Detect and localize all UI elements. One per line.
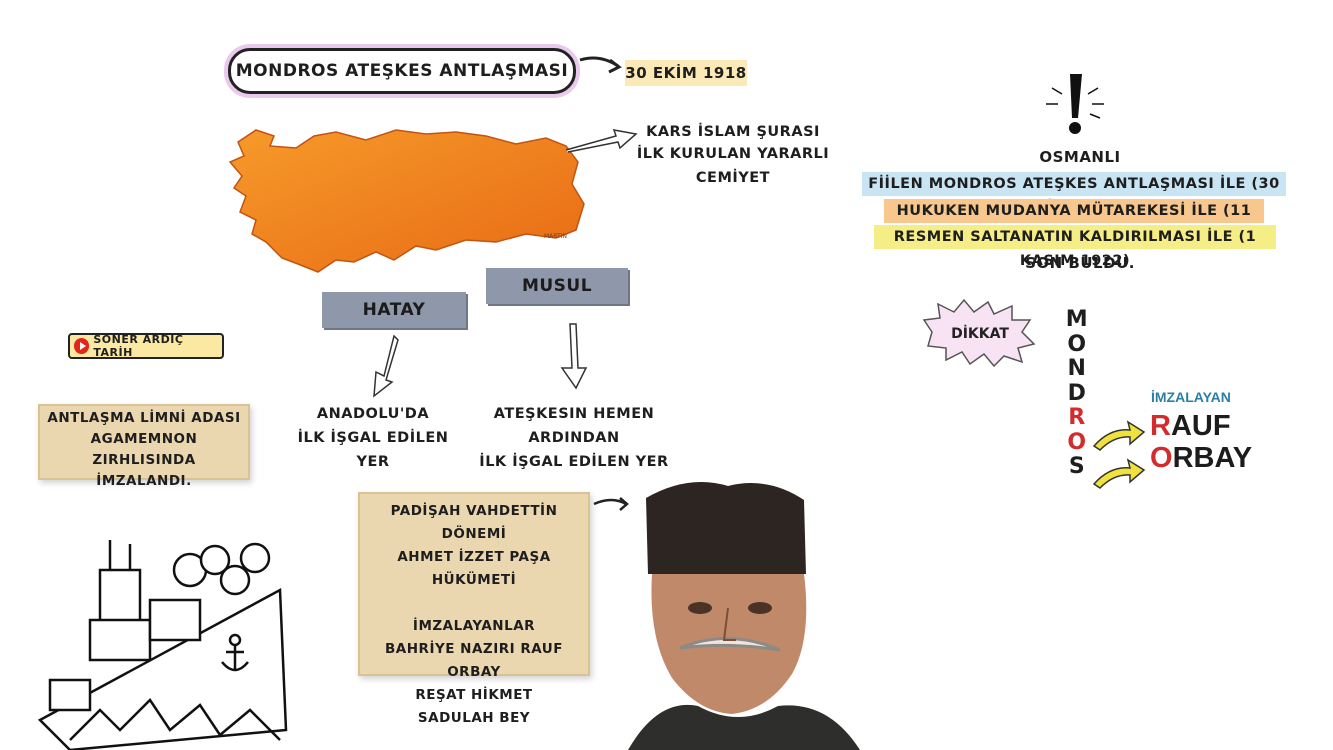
dikkat-text: DİKKAT [951, 325, 1009, 342]
youtube-icon [74, 338, 90, 354]
hatay-caption: ANADOLU'DA İLK İŞGAL EDİLEN YER [288, 402, 458, 474]
note-line-2: AHMET İZZET PAŞA HÜKÜMETİ [397, 549, 551, 588]
letter-r: R [1068, 405, 1086, 430]
orbay-initial: O [1150, 442, 1173, 474]
portrait-illustration [628, 482, 860, 750]
date-highlight: 30 EKİM 1918 [625, 60, 747, 86]
channel-badge[interactable]: SONER ARDIÇ TARİH [68, 333, 224, 359]
kars-line-2: İLK KURULAN YARARLI CEMİYET [636, 146, 830, 186]
orbay-word: ORBAY [1150, 442, 1252, 474]
sketch-arrow-icon [565, 129, 638, 153]
osmanli-text: OSMANLI [1039, 148, 1121, 166]
limni-line-3: İMZALANDI. [96, 473, 192, 489]
kars-note: KARS İSLAM ŞURASI İLK KURULAN YARARLI CE… [633, 120, 833, 190]
map-credit: MARTIN [544, 233, 567, 240]
letter-d: D [1067, 380, 1087, 406]
arrow-right-icon [579, 56, 622, 74]
rauf-orbay-name: RAUF ORBAY [1150, 410, 1252, 474]
hatay-label: HATAY [322, 292, 466, 328]
note-line-1: PADİŞAH VAHDETTİN DÖNEMİ [390, 503, 558, 542]
limni-line-1: ANTLAŞMA LİMNİ ADASI [47, 410, 241, 426]
letter-o: O [1067, 331, 1087, 357]
hatay-text: HATAY [362, 300, 426, 320]
musul-caption-line-2: İLK İŞGAL EDİLEN YER [479, 454, 669, 470]
limni-line-2: AGAMEMNON ZIRHLISINDA [90, 431, 198, 468]
letter-o-2: O [1067, 429, 1087, 455]
son-buldu-text: SON BULDU. [1025, 254, 1135, 272]
rauf-word: RAUF [1150, 410, 1252, 442]
limni-note: ANTLAŞMA LİMNİ ADASI AGAMEMNON ZIRHLISIN… [38, 404, 250, 489]
hatay-caption-line-1: ANADOLU'DA [316, 406, 430, 422]
battleship-illustration [37, 540, 288, 750]
vahdettin-note: PADİŞAH VAHDETTİN DÖNEMİ AHMET İZZET PAŞ… [358, 492, 590, 726]
musul-caption-line-1: ATEŞKESIN HEMEN ARDINDAN [493, 406, 655, 446]
date-text: 30 EKİM 1918 [625, 64, 747, 82]
note-line-5: BAHRİYE NAZIRI RAUF ORBAY [385, 641, 563, 680]
sketch-arrow-down-icon [373, 334, 399, 398]
letter-m: M [1065, 307, 1089, 332]
fiilen-line: FİİLEN MONDROS ATEŞKES ANTLAŞMASI İLE (3… [862, 172, 1286, 216]
exclamation-icon [1046, 74, 1104, 134]
kars-line-1: KARS İSLAM ŞURASI [646, 124, 820, 140]
imzalayan-label: İMZALAYAN [1151, 389, 1231, 405]
orbay-rest: RBAY [1172, 442, 1253, 474]
sketch-arrow-down-icon-2 [560, 323, 588, 390]
rauf-rest: AUF [1170, 410, 1231, 442]
hatay-caption-line-2: İLK İŞGAL EDİLEN YER [297, 430, 449, 470]
note-line-3 [358, 592, 590, 615]
rauf-initial: R [1150, 410, 1171, 442]
dikkat-burst: DİKKAT [922, 298, 1036, 368]
title-pill: MONDROS ATEŞKES ANTLAŞMASI [228, 48, 576, 94]
resmen-line: RESMEN SALTANATIN KALDIRILMASI İLE (1 KA… [874, 225, 1276, 269]
hukuken-line: HUKUKEN MUDANYA MÜTAREKESİ İLE (11 EKİM … [884, 199, 1264, 243]
note-line-4: İMZALAYANLAR [412, 618, 536, 634]
letter-s: S [1068, 454, 1086, 479]
arrow-right-icon-2 [593, 497, 629, 511]
channel-name: SONER ARDIÇ TARİH [93, 333, 184, 359]
musul-text: MUSUL [521, 276, 593, 296]
anchor-icon [221, 633, 249, 672]
musul-label: MUSUL [486, 268, 628, 304]
arrow-pair-icon [1092, 420, 1146, 489]
note-line-6: REŞAT HİKMET [415, 687, 533, 703]
letter-n: N [1067, 356, 1087, 381]
turkey-map: MARTIN [228, 129, 585, 273]
musul-caption: ATEŞKESIN HEMEN ARDINDAN İLK İŞGAL EDİLE… [466, 402, 682, 474]
page-title: MONDROS ATEŞKES ANTLAŞMASI [235, 61, 569, 81]
mondros-vertical: M O N D R O S [1062, 307, 1092, 480]
note-line-7: SADULAH BEY [417, 710, 531, 726]
